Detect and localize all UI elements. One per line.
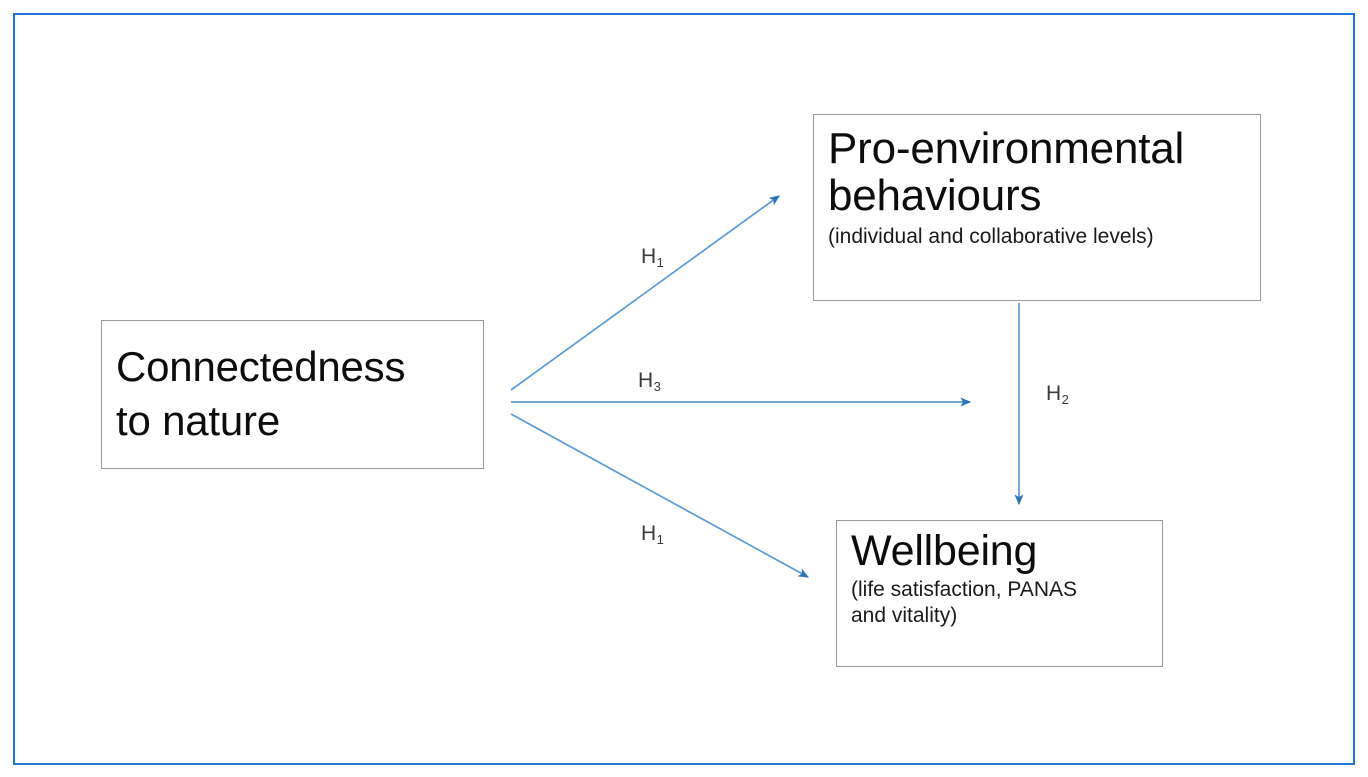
edge-label-h3: H3 [638,369,661,394]
edge-label-h1-bottom-subscript: 1 [656,532,664,547]
node-connectedness-to-nature: Connectedness to nature [101,320,484,469]
edge-label-h2-base: H [1046,382,1062,405]
node-wellbeing-subtitle: (life satisfaction, PANAS and vitality) [851,578,1078,627]
edge-label-h1-top-base: H [641,245,657,268]
node-pro-environmental-subtitle: (individual and collaborative levels) [828,225,1154,249]
edge-label-h2-subscript: 2 [1061,392,1069,407]
node-wellbeing-title: Wellbeing [851,527,1038,575]
edge-label-h1-top: H1 [641,245,664,270]
edge-label-h3-subscript: 3 [653,379,661,394]
node-pro-environmental-title: Pro-environmental behaviours [828,124,1185,221]
node-wellbeing: Wellbeing (life satisfaction, PANAS and … [836,520,1163,667]
edge-label-h3-base: H [638,369,654,392]
node-connectedness-title: Connectedness to nature [116,342,406,444]
edge-label-h1-bottom: H1 [641,522,664,547]
node-pro-environmental-behaviours: Pro-environmental behaviours (individual… [813,114,1261,301]
edge-label-h1-top-subscript: 1 [656,255,664,270]
edge-label-h2: H2 [1046,382,1069,407]
edge-label-h1-bottom-base: H [641,522,657,545]
